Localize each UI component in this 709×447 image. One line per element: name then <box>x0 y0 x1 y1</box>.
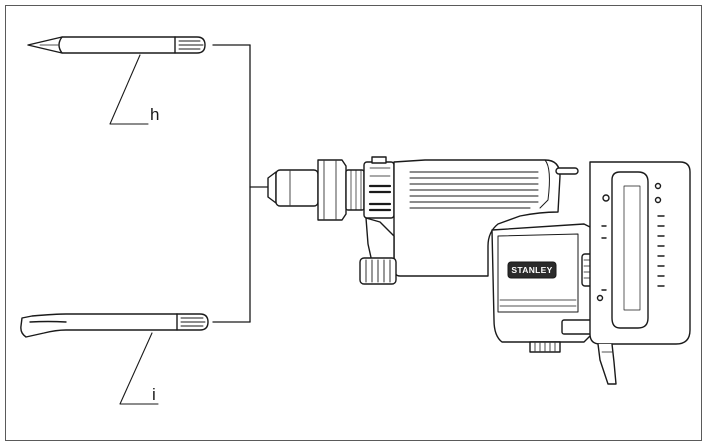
label-point-chisel: h <box>150 105 159 124</box>
label-leaders <box>109 54 159 405</box>
connector-bracket <box>212 44 269 323</box>
brand-label: STANLEY <box>511 265 552 275</box>
label-flat-chisel: i <box>152 385 156 404</box>
figure-frame <box>5 5 702 441</box>
brand-badge: STANLEY <box>507 261 557 279</box>
flat-chisel-icon <box>20 313 209 338</box>
demolition-hammer-icon <box>267 156 691 385</box>
point-chisel-icon <box>27 36 206 54</box>
